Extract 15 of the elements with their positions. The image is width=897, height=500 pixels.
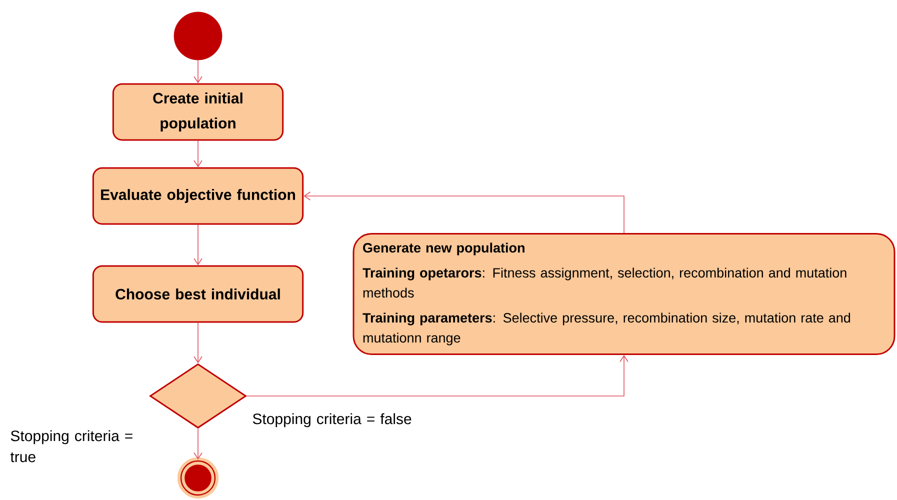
process-box: Generate new population Training opetarors: Fitness assignment, selection, recombination and mutation methods Training parameters: Selective pressure, recombination size, mutation rate and mutationn range [352,232,896,356]
edge-label: Stopping criteria = false [252,413,412,428]
arrow [246,355,628,396]
process-box: Evaluate objective function [92,167,304,225]
process-box: Choose best individual [92,265,304,323]
arrow [194,428,202,460]
start-circle [174,12,222,60]
arrow [194,140,202,168]
arrow [194,60,202,84]
arrow [194,224,202,266]
end-circle [177,457,219,499]
arrow [304,192,624,234]
arrow [194,322,202,364]
process-box: Create initial population [112,83,284,141]
edge-label: Stopping criteria = true [10,430,132,462]
